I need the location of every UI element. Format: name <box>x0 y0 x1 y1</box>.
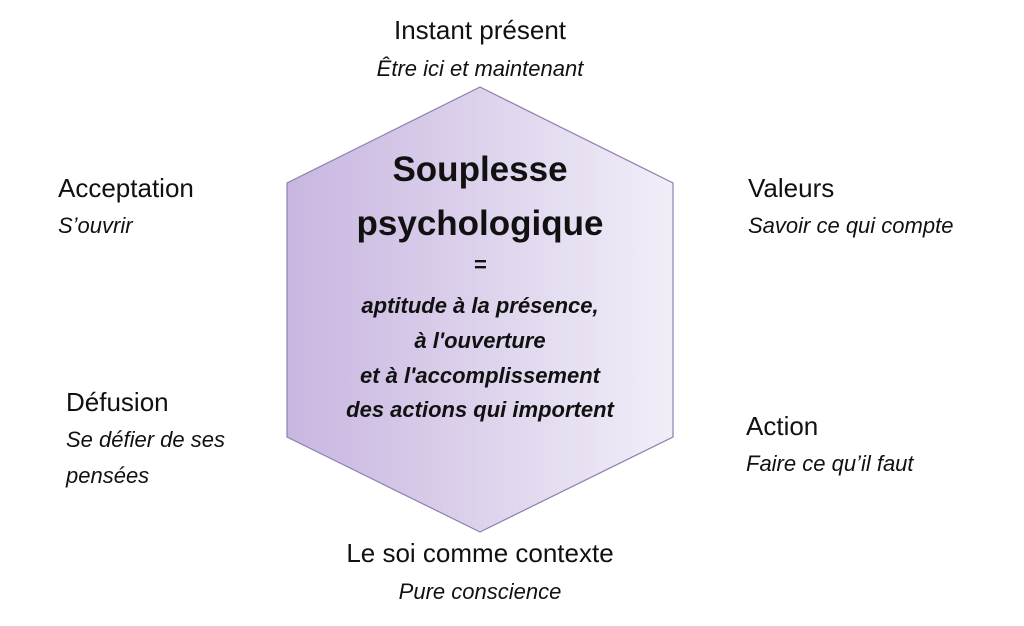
process-lower-left-subtitle-line1: Se défier de ses <box>66 427 225 452</box>
process-bottom-subtitle: Pure conscience <box>398 579 562 604</box>
process-upper-right-subtitle: Savoir ce qui compte <box>748 213 954 238</box>
process-lower-left-subtitle-line2: pensées <box>66 463 150 488</box>
center-title-line1: Souplesse <box>392 150 568 189</box>
center-line: à l'ouverture <box>414 328 546 353</box>
process-upper-left-subtitle: S’ouvrir <box>58 213 133 238</box>
center-line: aptitude à la présence, <box>361 293 599 318</box>
center-equals: = <box>473 252 487 277</box>
process-lower-right-subtitle: Faire ce qu’il faut <box>746 451 914 476</box>
process-top-title: Instant présent <box>394 15 566 45</box>
center-line: et à l'accomplissement <box>359 363 601 388</box>
process-upper-left-title: Acceptation <box>58 173 194 203</box>
process-upper-right-title: Valeurs <box>748 173 835 203</box>
process-lower-right-title: Action <box>746 411 819 441</box>
center-title-line2: psychologique <box>356 204 604 243</box>
process-lower-left-title: Défusion <box>66 387 169 417</box>
center-line: des actions qui importent <box>346 397 614 422</box>
process-top-subtitle: Être ici et maintenant <box>376 56 584 81</box>
process-bottom-title: Le soi comme contexte <box>346 538 614 568</box>
